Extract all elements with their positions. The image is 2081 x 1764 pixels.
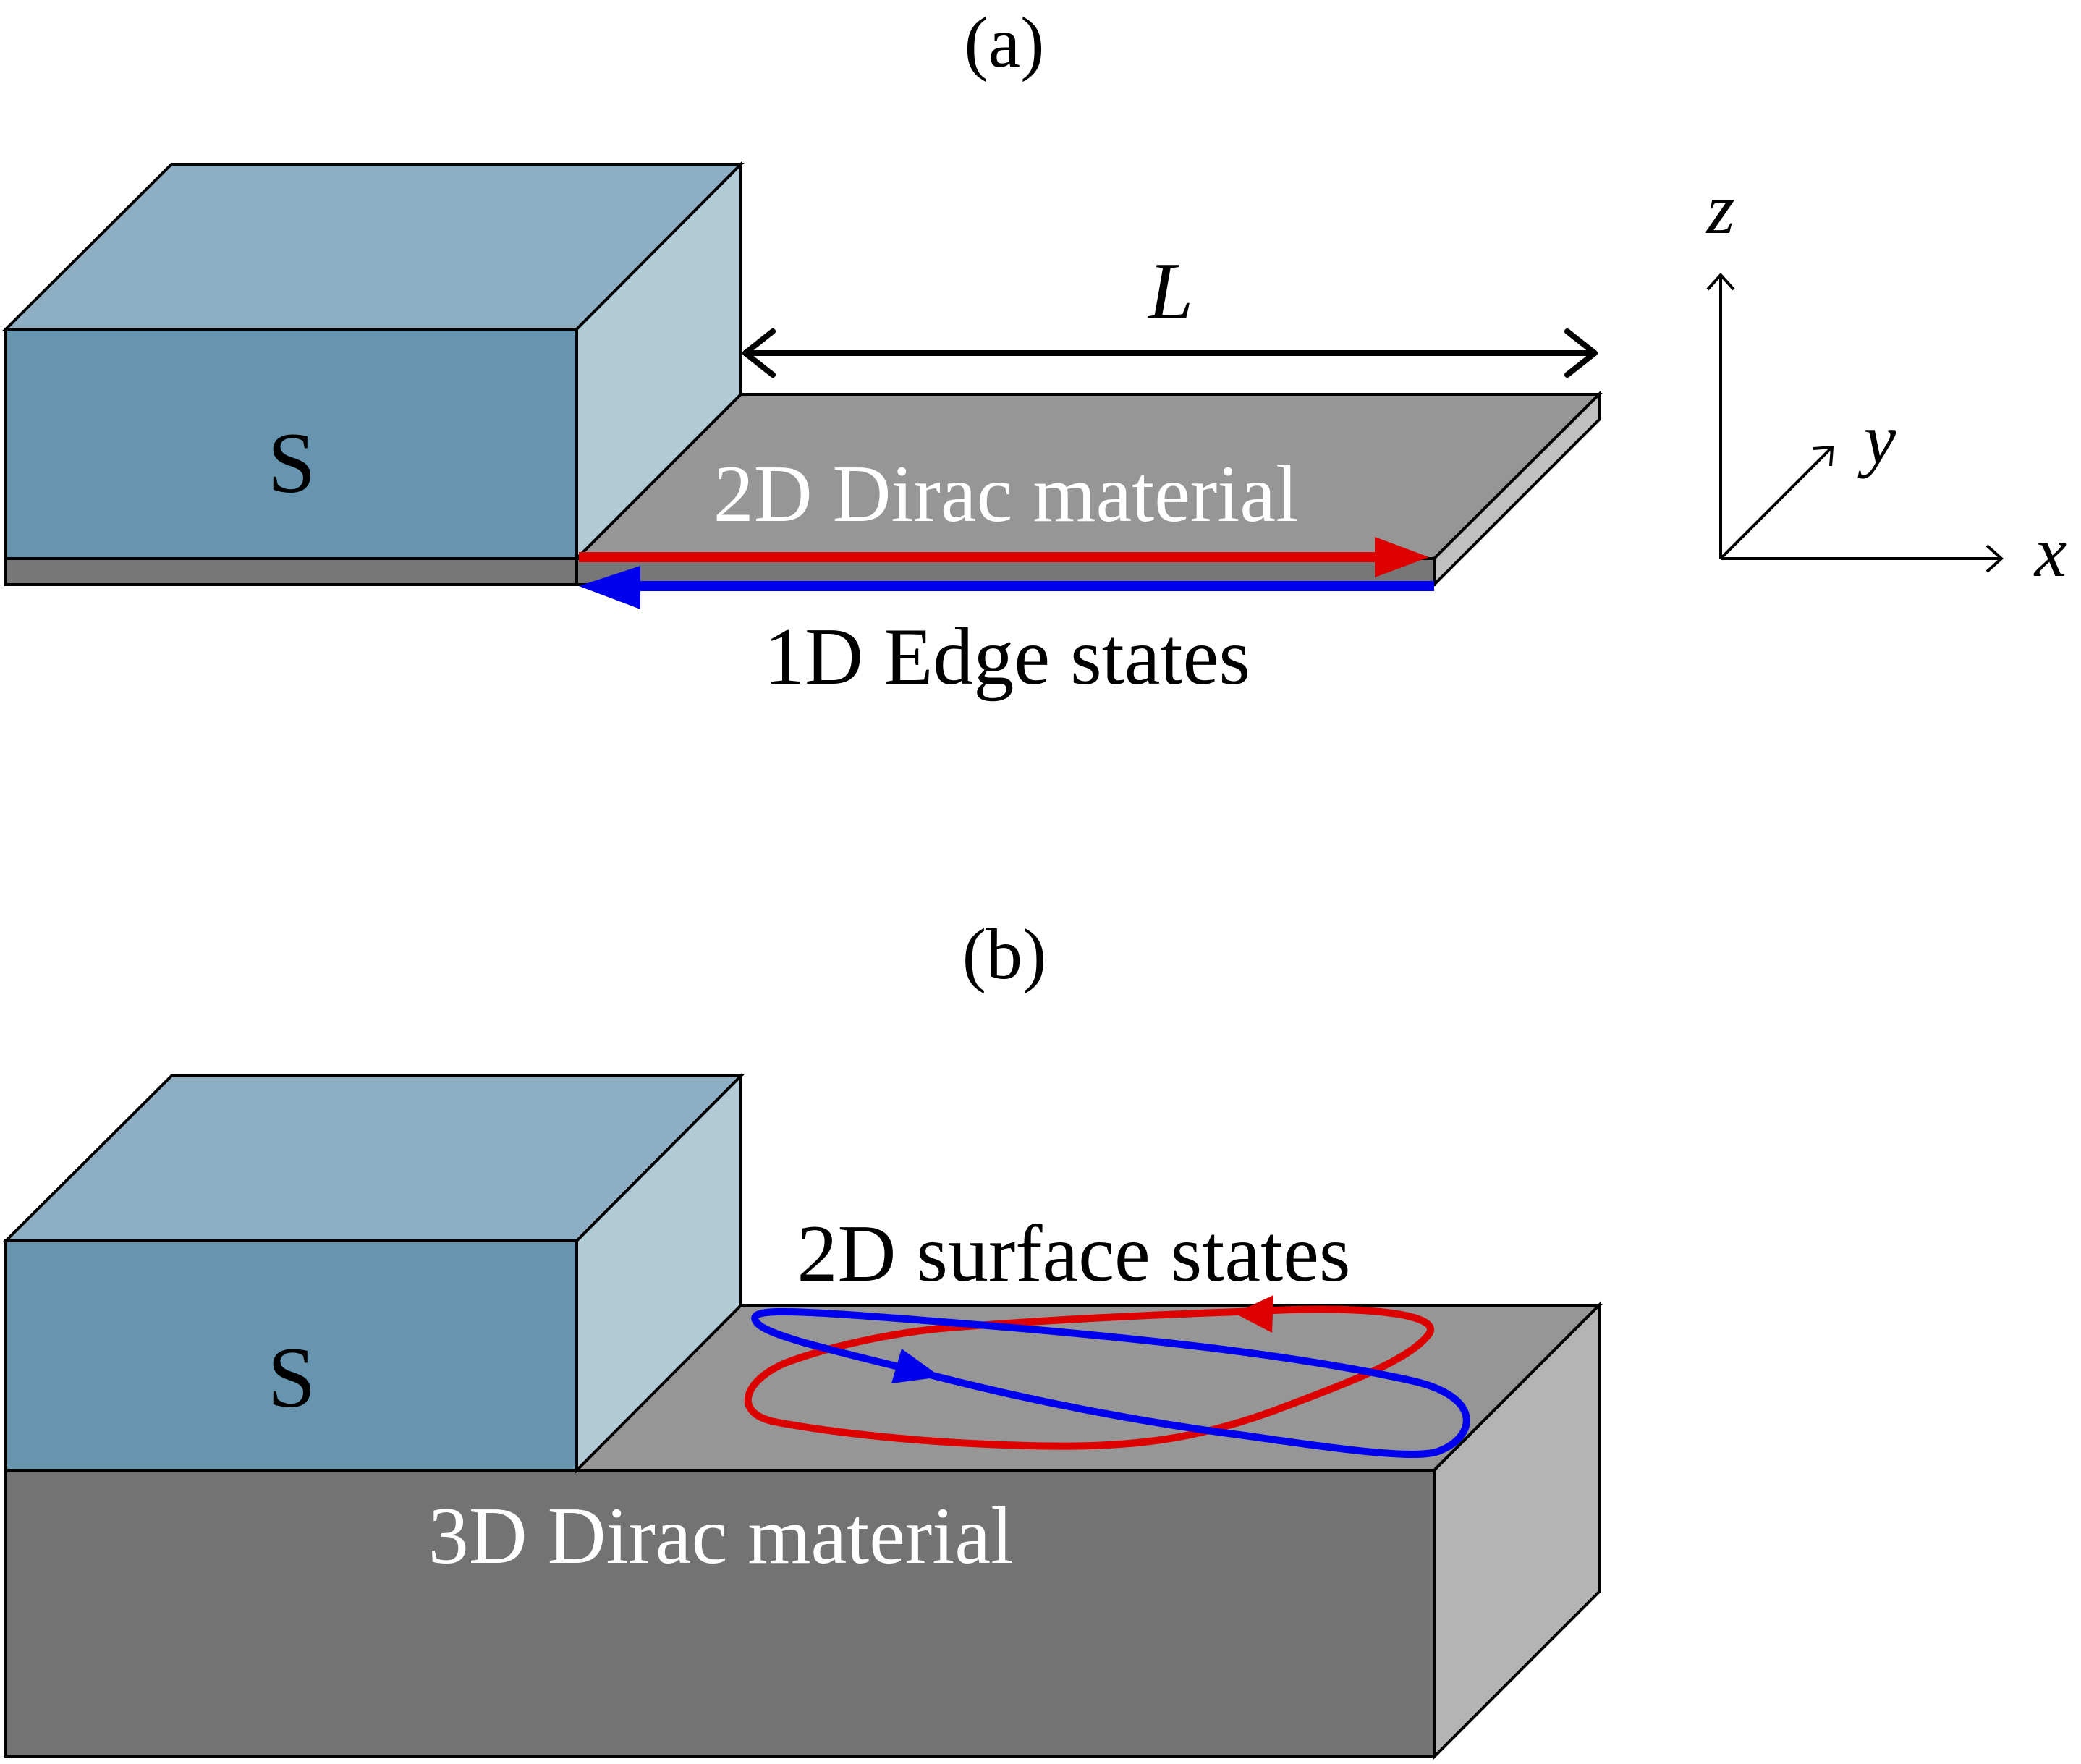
edge-state-red-arrowhead [1375,537,1429,577]
surface-orbit-red-arrowhead [1234,1295,1273,1333]
x-axis-arrowhead [1985,544,2004,573]
length-dimension: L [742,247,1598,378]
y-axis-line [1719,446,1834,560]
edge-state-arrows: 1D Edge states [579,537,1434,702]
surface-states-label: 2D surface states [797,1209,1350,1299]
y-axis-arrowhead [1813,445,1834,467]
film-front-edge [575,557,1436,586]
dirac-film-2d: 2D Dirac material [573,391,1603,588]
bulk-front-surface [4,1469,1436,1758]
s-block-a-label: S [268,415,316,511]
edge-state-blue-arrowhead [579,566,640,609]
film-under-s-a [4,557,578,586]
coordinate-axes: z y x [1705,169,2067,592]
s-block-a-front [4,328,578,560]
length-label: L [1147,247,1193,336]
edge-states-label: 1D Edge states [764,612,1250,702]
s-block-b-label: S [268,1329,316,1425]
superconductor-block-b: S [2,1072,745,1474]
s-block-b-front [4,1239,578,1472]
panel-a-label: (a) [965,2,1045,82]
panel-b-label: (b) [962,914,1047,994]
length-arrowhead-left [742,328,776,378]
y-axis-label: y [1857,399,1896,479]
bulk-material-label: 3D Dirac material [428,1491,1014,1581]
film-material-label: 2D Dirac material [713,449,1299,539]
z-axis-arrowhead [1706,273,1735,291]
panel-b: (b) 3D Dirac material S 2D surface state… [2,914,1603,1760]
length-arrowhead-right [1564,328,1598,378]
superconductor-block-a: S [2,161,745,562]
surface-state-orbits: 2D surface states [744,1209,1470,1458]
z-axis-label: z [1705,169,1735,249]
surface-orbit-red [744,1305,1434,1450]
surface-orbit-blue [751,1307,1470,1458]
panel-a: (a) S 2D Dirac material 1D Edge states [2,2,2067,702]
surface-orbit-blue-arrowhead [891,1349,941,1383]
x-axis-label: x [2033,512,2067,592]
